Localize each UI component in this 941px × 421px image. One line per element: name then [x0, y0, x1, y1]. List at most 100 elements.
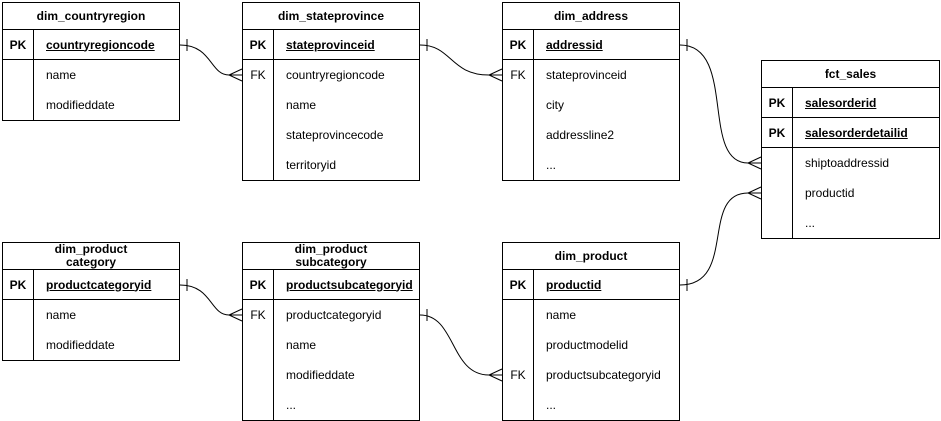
- field-name: stateprovinceid: [286, 37, 375, 52]
- field-name: ...: [546, 398, 557, 412]
- table-row-: ...: [503, 150, 679, 180]
- table-row-modifieddate: modifieddate: [3, 90, 179, 120]
- relationship-line[interactable]: [679, 192, 749, 286]
- field-name: modifieddate: [286, 368, 355, 382]
- cardinality-many-crowfoot: [227, 308, 243, 322]
- table-row-name: name: [3, 60, 179, 90]
- cardinality-many-crowfoot: [746, 156, 762, 170]
- table-row-name: name: [503, 300, 679, 330]
- key-label: [762, 148, 793, 178]
- field-name: addressline2: [546, 128, 615, 142]
- key-label: [3, 90, 34, 120]
- field-name: productid: [546, 277, 602, 292]
- table-title: dim_product category: [3, 243, 179, 270]
- field-name: addressid: [546, 37, 603, 52]
- field-name: modifieddate: [46, 338, 115, 352]
- key-label: [503, 300, 534, 330]
- field-name: name: [286, 98, 317, 112]
- field-name: modifieddate: [46, 98, 115, 112]
- table-row-name: name: [243, 330, 419, 360]
- field-name: ...: [805, 216, 816, 230]
- key-label: PK: [243, 30, 274, 59]
- relationship-countryregion-stateprovince[interactable]: [179, 39, 243, 82]
- relationship-productcategory-productsubcategory[interactable]: [179, 279, 243, 322]
- table-row-name: name: [243, 90, 419, 120]
- field-name: productsubcategoryid: [286, 277, 413, 292]
- field-name: salesorderid: [805, 95, 877, 110]
- key-label: [503, 90, 534, 120]
- key-label: PK: [3, 270, 34, 299]
- key-label: FK: [503, 360, 534, 390]
- table-row-modifieddate: modifieddate: [3, 330, 179, 360]
- key-label: FK: [503, 60, 534, 90]
- field-name: name: [46, 308, 77, 322]
- key-label: [762, 178, 793, 208]
- field-name: stateprovincecode: [286, 128, 384, 142]
- table-title: dim_product subcategory: [243, 243, 419, 270]
- key-label: [3, 60, 34, 90]
- field-name: productid: [805, 186, 855, 200]
- cardinality-many-crowfoot: [227, 68, 243, 82]
- field-name: productmodelid: [546, 338, 629, 352]
- field-name: countryregioncode: [46, 37, 155, 52]
- relationship-stateprovince-address[interactable]: [419, 39, 503, 82]
- table-title: dim_product: [503, 243, 679, 270]
- table-row-countryregioncode: FK countryregioncode: [243, 60, 419, 90]
- key-label: [243, 150, 274, 180]
- field-name: name: [546, 308, 577, 322]
- table-row-modifieddate: modifieddate: [243, 360, 419, 390]
- cardinality-many-crowfoot: [487, 68, 503, 82]
- table-row-addressid: PK addressid: [503, 30, 679, 60]
- table-title: dim_countryregion: [3, 3, 179, 30]
- relationship-line[interactable]: [679, 44, 749, 164]
- table-title: fct_sales: [762, 61, 939, 88]
- key-label: [243, 90, 274, 120]
- field-name: productcategoryid: [46, 277, 152, 292]
- table-row-productmodelid: productmodelid: [503, 330, 679, 360]
- table-title: dim_address: [503, 3, 679, 30]
- key-label: [503, 150, 534, 180]
- table-row-productcategoryid: PK productcategoryid: [3, 270, 179, 300]
- key-label: [3, 330, 34, 360]
- key-label: FK: [243, 60, 274, 90]
- key-label: [243, 330, 274, 360]
- field-name: territoryid: [286, 158, 337, 172]
- relationship-line[interactable]: [179, 44, 230, 76]
- key-label: PK: [762, 118, 793, 147]
- key-label: [762, 208, 793, 238]
- key-label: [243, 360, 274, 390]
- relationship-productsubcategory-product[interactable]: [419, 309, 503, 382]
- key-label: PK: [3, 30, 34, 59]
- relationship-address-fctsales[interactable]: [679, 39, 762, 170]
- field-name: name: [286, 338, 317, 352]
- key-label: [503, 120, 534, 150]
- field-name: productcategoryid: [286, 308, 382, 322]
- key-label: [503, 390, 534, 420]
- relationship-line[interactable]: [179, 284, 230, 316]
- relationship-line[interactable]: [419, 44, 490, 76]
- relationship-line[interactable]: [419, 314, 490, 376]
- table-row-addressline2: addressline2: [503, 120, 679, 150]
- key-label: PK: [503, 30, 534, 59]
- field-name: name: [46, 68, 77, 82]
- field-name: countryregioncode: [286, 68, 385, 82]
- table-row-productid: productid: [762, 178, 939, 208]
- relationship-product-fctsales[interactable]: [679, 186, 762, 291]
- field-name: stateprovinceid: [546, 68, 627, 82]
- field-name: city: [546, 98, 564, 112]
- table-row-: ...: [243, 390, 419, 420]
- key-label: [243, 390, 274, 420]
- field-name: ...: [286, 398, 297, 412]
